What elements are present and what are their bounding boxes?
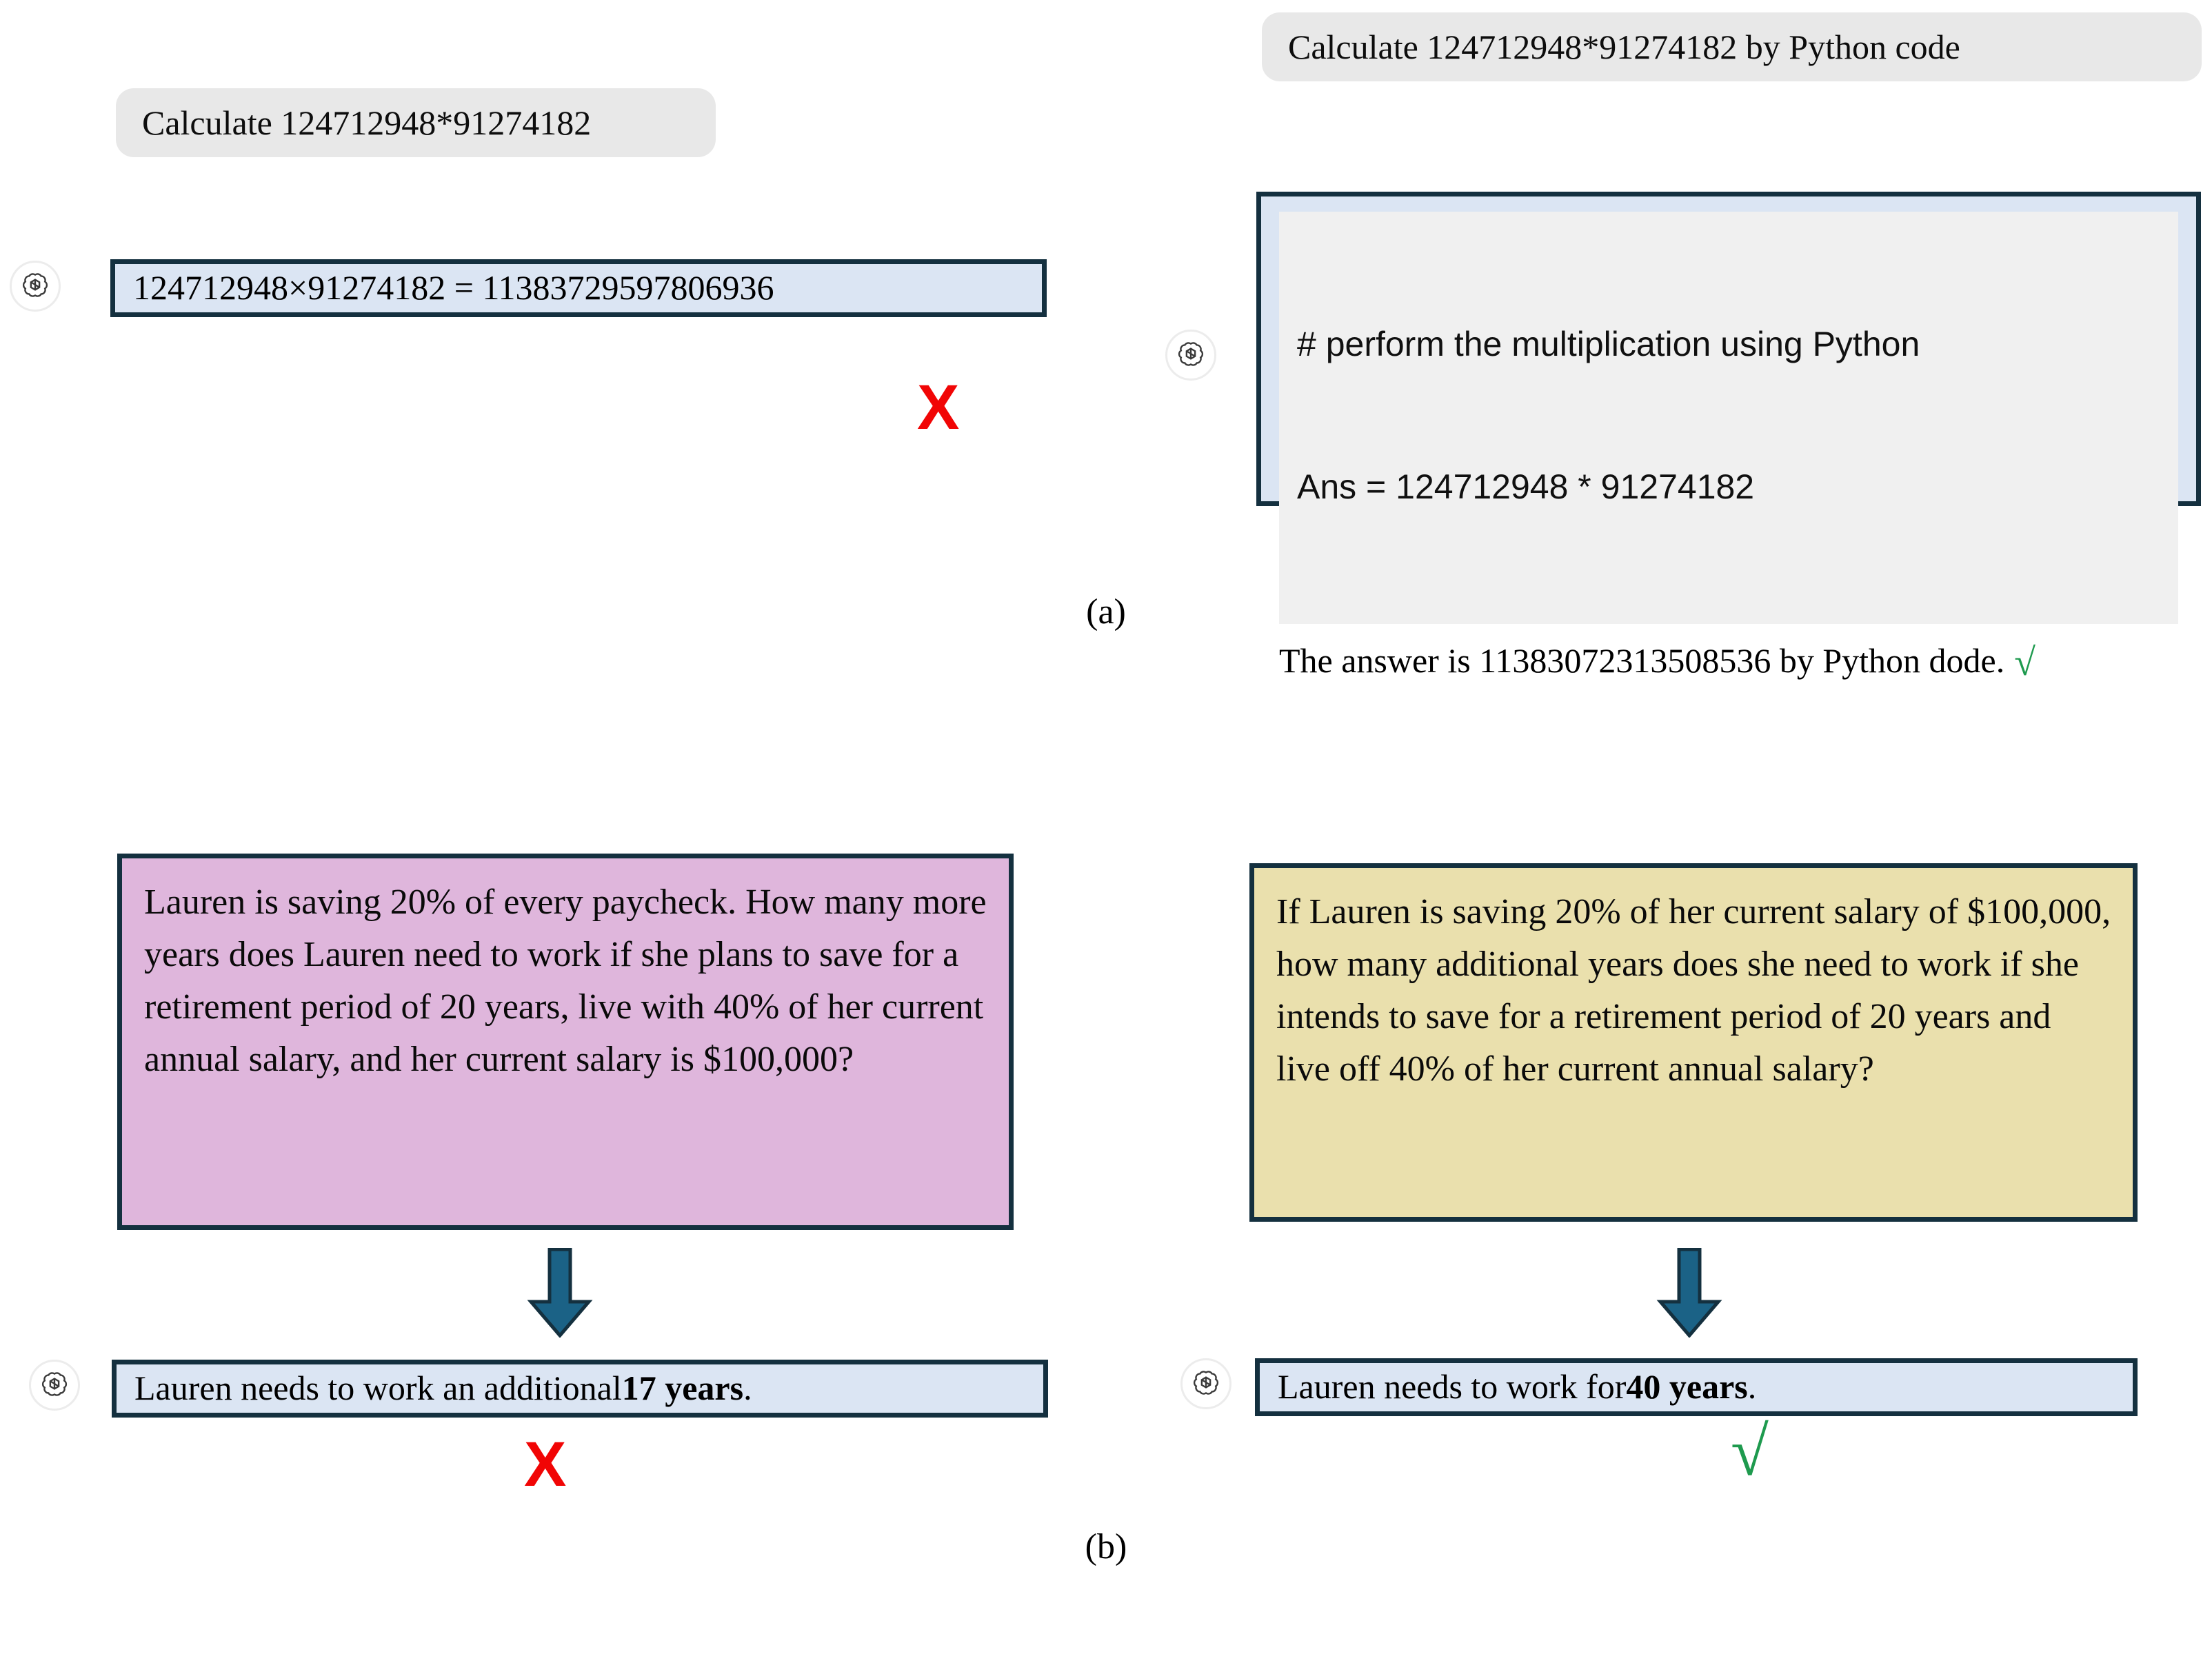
- question-box-b-left: Lauren is saving 20% of every paycheck. …: [117, 854, 1014, 1230]
- code-line-comment: # perform the multiplication using Pytho…: [1297, 325, 1920, 363]
- question-text-b-left: Lauren is saving 20% of every paycheck. …: [144, 883, 987, 1079]
- question-box-b-right: If Lauren is saving 20% of her current s…: [1249, 863, 2138, 1222]
- code-line-assignment: Ans = 124712948 * 91274182: [1297, 467, 1755, 506]
- user-prompt-text-a-right: Calculate 124712948*91274182 by Python c…: [1288, 27, 1960, 66]
- openai-logo-icon: [1193, 1371, 1219, 1395]
- avatar-a-right: [1165, 330, 1216, 381]
- panel-caption-a: (a): [1086, 592, 1126, 632]
- openai-logo-icon: [1178, 342, 1204, 366]
- answer-highlight-b-left: 17 years: [621, 1369, 744, 1408]
- user-prompt-bubble-a-left: Calculate 124712948*91274182: [116, 88, 716, 157]
- down-arrow-icon: [527, 1248, 593, 1338]
- avatar-b-left: [29, 1360, 80, 1411]
- user-prompt-text-a-left: Calculate 124712948*91274182: [142, 103, 592, 142]
- openai-logo-icon: [22, 273, 48, 297]
- answer-prefix-b-right: Lauren needs to work for: [1278, 1367, 1627, 1407]
- avatar-a-left: [10, 261, 61, 312]
- verdict-check-icon-b-right: √: [1731, 1413, 1769, 1490]
- assistant-answer-text-a-right: The answer is 11383072313508536 by Pytho…: [1279, 635, 2178, 691]
- verdict-x-icon-b-left: X: [524, 1429, 567, 1500]
- down-arrow-icon: [1656, 1248, 1722, 1338]
- answer-suffix-b-right: .: [1747, 1367, 1757, 1407]
- assistant-answer-sentence: The answer is 11383072313508536 by Pytho…: [1279, 641, 2005, 680]
- assistant-answer-text-a-left: 124712948×91274182 = 11383729597806936: [133, 268, 774, 308]
- panel-caption-b: (b): [1085, 1527, 1127, 1566]
- question-text-b-right: If Lauren is saving 20% of her current s…: [1276, 892, 2111, 1089]
- answer-suffix-b-left: .: [743, 1369, 752, 1408]
- openai-logo-icon: [41, 1372, 68, 1396]
- answer-prefix-b-left: Lauren needs to work an additional: [134, 1369, 622, 1408]
- python-code-block: # perform the multiplication using Pytho…: [1279, 212, 2178, 624]
- flow-arrow-b-left: [525, 1248, 594, 1338]
- verdict-x-icon-a-left: X: [917, 372, 960, 443]
- verdict-check-icon-a-right: √: [2014, 641, 2035, 684]
- assistant-answer-box-a-right: # perform the multiplication using Pytho…: [1256, 192, 2201, 684]
- assistant-answer-box-a-left: 124712948×91274182 = 11383729597806936: [110, 259, 1047, 317]
- assistant-answer-box-b-left: Lauren needs to work an additional 17 ye…: [112, 1360, 1048, 1418]
- avatar-b-right: [1180, 1358, 1231, 1409]
- answer-highlight-b-right: 40 years: [1626, 1367, 1748, 1407]
- assistant-answer-box-b-right: Lauren needs to work for 40 years.: [1255, 1358, 2138, 1416]
- flow-arrow-b-right: [1655, 1248, 1724, 1338]
- user-prompt-bubble-a-right: Calculate 124712948*91274182 by Python c…: [1262, 12, 2202, 81]
